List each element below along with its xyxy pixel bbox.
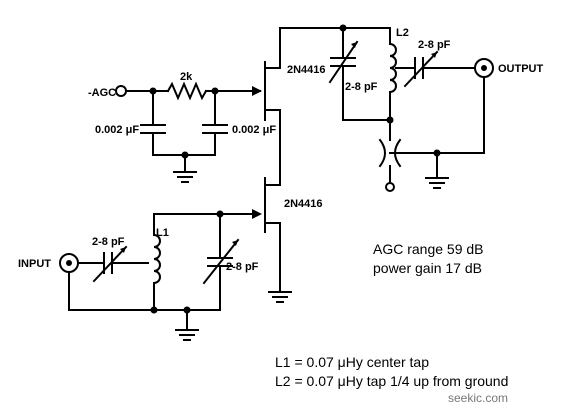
output-label: OUTPUT [498, 63, 544, 75]
resistor-2k [166, 81, 208, 101]
c-out-label: 2-8 pF [418, 39, 451, 51]
fet-q1 [252, 27, 281, 141]
q1-label: 2N4416 [287, 64, 326, 76]
agc-network [115, 81, 261, 183]
c2-label: 0.002 μF [232, 124, 276, 136]
watermark: seekic.com [448, 391, 508, 405]
input-tank [59, 210, 240, 341]
l2-spec-note: L2 = 0.07 μHy tap 1/4 up from ground [275, 373, 508, 389]
output-tank [279, 24, 494, 192]
c-tune2-label: 2-8 pF [345, 81, 378, 93]
ground-symbol [175, 329, 199, 341]
supply-terminal [385, 182, 395, 192]
l1-spec-note: L1 = 0.07 μHy center tap [275, 354, 429, 370]
ground-symbol [268, 291, 292, 303]
l1-label: L1 [156, 227, 169, 239]
c1-label: 0.002 μF [95, 124, 139, 136]
c-in-label: 2-8 pF [92, 236, 125, 248]
r1-label: 2k [180, 71, 193, 83]
agc-range-note: AGC range 59 dB [373, 241, 484, 257]
agc-terminal [115, 85, 127, 97]
input-label: INPUT [18, 258, 51, 270]
fet-q2 [214, 139, 292, 303]
ground-symbol [173, 171, 197, 183]
q2-label: 2N4416 [284, 198, 323, 210]
inductor-l1 [152, 233, 161, 285]
agc-label: -AGC [88, 87, 116, 99]
ground-symbol [425, 177, 449, 189]
power-gain-note: power gain 17 dB [373, 260, 482, 276]
c-tune1-label: 2-8 pF [226, 261, 259, 273]
l2-label: L2 [396, 27, 409, 39]
inductor-l2 [388, 42, 397, 94]
